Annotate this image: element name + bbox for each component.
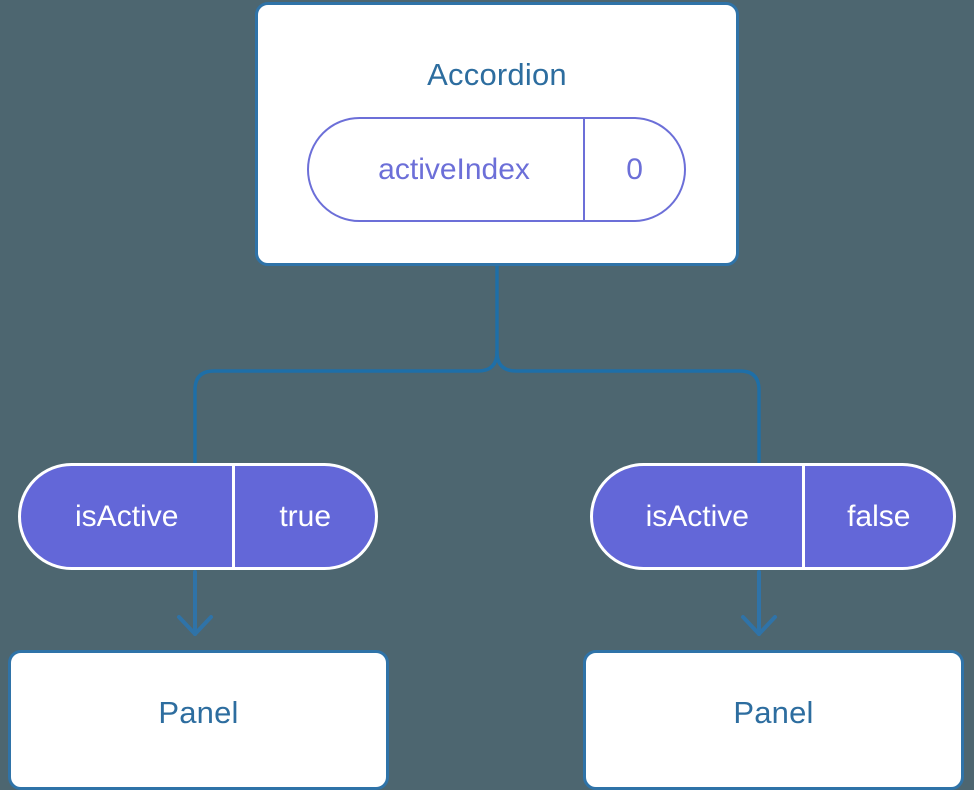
connector-branch-right	[495, 350, 761, 468]
panel-node-right-title: Panel	[733, 695, 814, 730]
arrow-head-left-icon	[177, 615, 213, 636]
prop-pill-is-active-left[interactable]: isActive true	[18, 463, 378, 570]
accordion-node-title: Accordion	[427, 57, 567, 92]
prop-pill-is-active-right-value: false	[801, 466, 954, 567]
arrow-head-right-icon	[741, 615, 777, 636]
panel-node-left[interactable]: Panel	[8, 650, 389, 790]
prop-pill-active-index-value: 0	[583, 119, 684, 220]
panel-node-left-title: Panel	[158, 695, 239, 730]
diagram-canvas: Accordion activeIndex 0 isActive true Pa…	[8, 2, 964, 790]
connector-layer	[177, 264, 777, 636]
prop-pill-is-active-right-key: isActive	[645, 499, 749, 533]
prop-pill-active-index[interactable]: activeIndex 0	[307, 117, 686, 222]
prop-pill-is-active-right[interactable]: isActive false	[590, 463, 956, 570]
prop-pill-is-active-left-value: true	[232, 466, 375, 567]
panel-node-right[interactable]: Panel	[583, 650, 964, 790]
prop-pill-is-active-left-key: isActive	[75, 499, 179, 533]
connector-branch-left	[193, 350, 499, 468]
prop-pill-active-index-key: activeIndex	[378, 152, 530, 186]
